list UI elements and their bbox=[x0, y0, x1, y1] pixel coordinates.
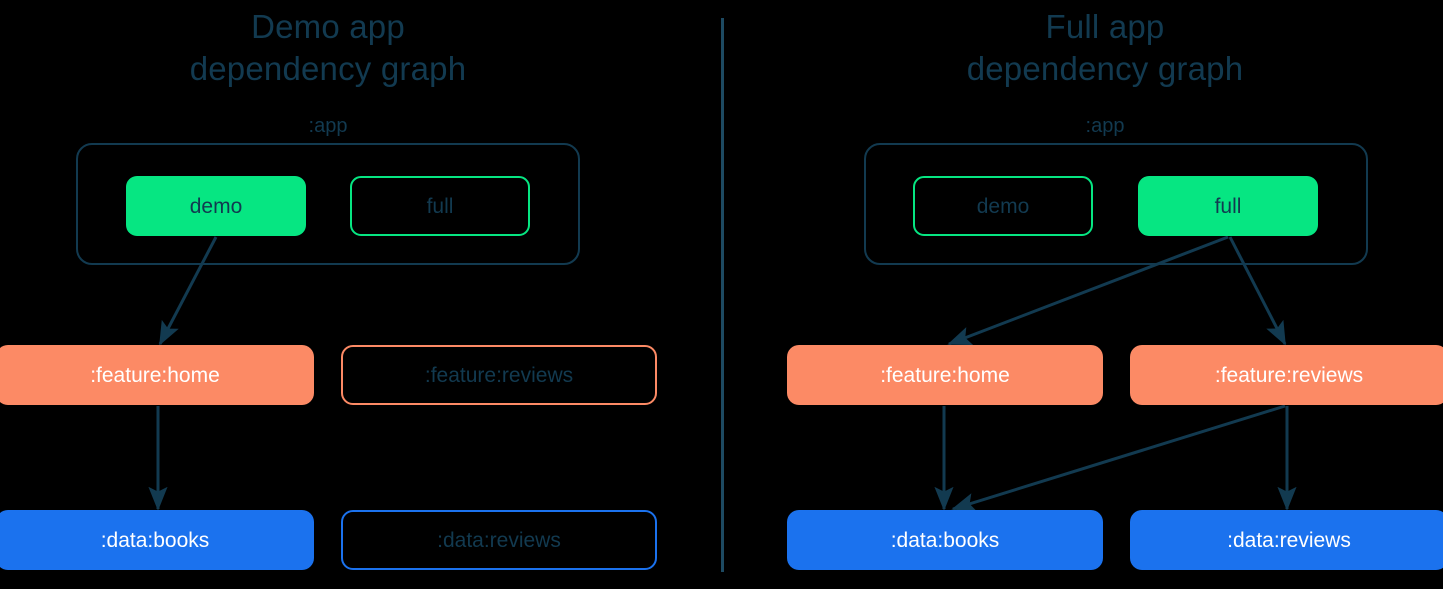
node-feature-home-left[interactable]: :feature:home bbox=[0, 345, 314, 405]
node-label: :feature:home bbox=[90, 363, 220, 387]
panel-title-full-app: Full app dependency graph bbox=[966, 8, 1244, 87]
node-demo-right[interactable]: demo bbox=[913, 176, 1093, 236]
node-full-left[interactable]: full bbox=[350, 176, 530, 236]
node-feature-reviews-left[interactable]: :feature:reviews bbox=[341, 345, 657, 405]
node-data-reviews-left[interactable]: :data:reviews bbox=[341, 510, 657, 570]
node-feature-home-right[interactable]: :feature:home bbox=[787, 345, 1103, 405]
node-label: :feature:reviews bbox=[1214, 363, 1364, 387]
node-data-books-right[interactable]: :data:books bbox=[787, 510, 1103, 570]
node-data-reviews-right[interactable]: :data:reviews bbox=[1130, 510, 1443, 570]
node-data-books-left[interactable]: :data:books bbox=[0, 510, 314, 570]
node-label: :feature:home bbox=[880, 363, 1010, 387]
node-label: :data:reviews bbox=[437, 528, 561, 552]
node-label: :data:books bbox=[100, 528, 210, 552]
node-full-right[interactable]: full bbox=[1138, 176, 1318, 236]
node-label: :data:reviews bbox=[1227, 528, 1351, 552]
edge-feature-reviews-to-data-books-right bbox=[951, 404, 1286, 512]
group-label-app-demo: :app bbox=[308, 115, 348, 137]
node-feature-reviews-right[interactable]: :feature:reviews bbox=[1130, 345, 1443, 405]
node-demo-left[interactable]: demo bbox=[126, 176, 306, 236]
node-label: full bbox=[1214, 194, 1242, 218]
node-label: demo bbox=[976, 194, 1030, 218]
node-label: full bbox=[426, 194, 454, 218]
node-label: :feature:reviews bbox=[424, 363, 574, 387]
group-label-app-full: :app bbox=[1085, 115, 1125, 137]
panel-divider bbox=[721, 18, 724, 572]
node-label: demo bbox=[189, 194, 243, 218]
panel-title-demo-app: Demo app dependency graph bbox=[189, 8, 467, 87]
group-box-app-demo bbox=[76, 143, 580, 265]
node-label: :data:books bbox=[890, 528, 1000, 552]
